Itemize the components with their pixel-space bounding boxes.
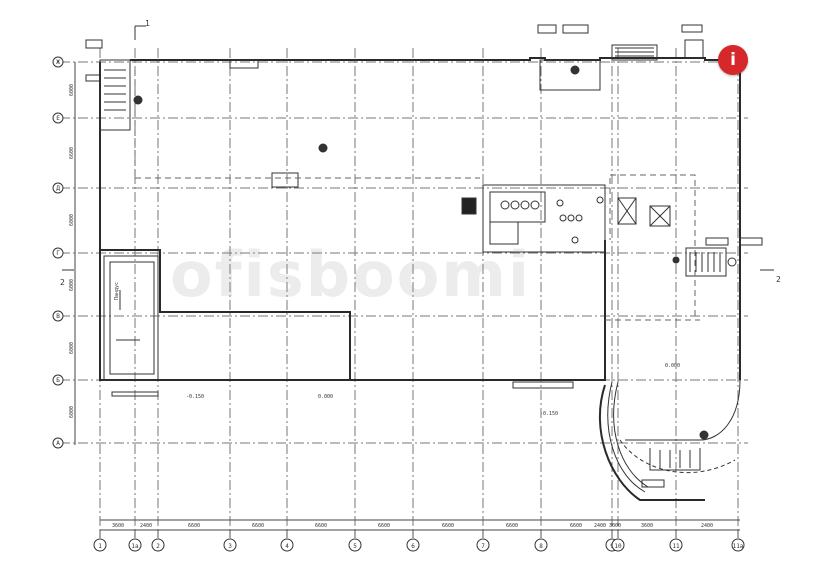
elevation-tag: 0.000 bbox=[318, 394, 333, 400]
axis-number-circle bbox=[476, 538, 490, 552]
axis-letter-label: В bbox=[56, 313, 60, 320]
axis-letter-circle bbox=[52, 310, 64, 322]
axis-number-label: 8 bbox=[539, 543, 543, 550]
top-rooms bbox=[229, 24, 704, 188]
stair-left bbox=[85, 39, 131, 131]
elevation-tag: -0.150 bbox=[186, 394, 204, 400]
axis-number-label: 11 bbox=[672, 543, 680, 550]
dimension-label: 6000 bbox=[69, 279, 75, 291]
ramp-area bbox=[103, 255, 159, 397]
axis-number-label: 11а bbox=[733, 543, 744, 550]
elevation-tag: -0.150 bbox=[540, 411, 558, 417]
axis-number-label: 1 bbox=[98, 543, 102, 550]
axis-number-label: 3 bbox=[228, 543, 232, 550]
hidden-lines bbox=[134, 70, 700, 321]
dimension-label: 6000 bbox=[69, 84, 75, 96]
axis-number-circle bbox=[731, 538, 745, 552]
axis-letter-circle bbox=[52, 112, 64, 124]
dimension-label: 6000 bbox=[69, 342, 75, 354]
grid-lines bbox=[60, 48, 748, 530]
dimension-label: 6600 bbox=[188, 523, 200, 529]
axis-number-label: 2 bbox=[156, 543, 160, 550]
dimension-label: 6600 bbox=[570, 523, 582, 529]
axis-letter-circle bbox=[52, 374, 64, 386]
bottom-dimensions: 3600 2400 6600 6600 6600 6600 6600 6600 6600 2400… bbox=[112, 523, 713, 529]
dimension-label: 3600 bbox=[641, 523, 653, 529]
axis-number-circle bbox=[128, 538, 142, 552]
dimension-label: 3000 bbox=[609, 523, 621, 529]
axis-number-circle bbox=[611, 538, 625, 552]
dimension-label: 6000 bbox=[69, 406, 75, 418]
section-marks bbox=[62, 25, 774, 271]
axis-letter-circle bbox=[52, 56, 64, 68]
axis-number-circle bbox=[348, 538, 362, 552]
dimension-label: 2400 bbox=[594, 523, 606, 529]
axis-number-circle bbox=[223, 538, 237, 552]
stair-right bbox=[685, 237, 763, 277]
axis-letter-label: Г bbox=[56, 250, 60, 257]
axis-number-label: 7 bbox=[481, 543, 485, 550]
dimension-label: 6000 bbox=[69, 214, 75, 226]
axis-letter-bubbles: Ж Е Д Г В Б А bbox=[52, 56, 64, 449]
left-dimensions: 6000 6600 6000 6000 6000 6000 bbox=[69, 84, 75, 418]
dimension-label: 6600 bbox=[315, 523, 327, 529]
axis-number-label: 1а bbox=[131, 543, 139, 550]
axis-number-circle bbox=[151, 538, 165, 552]
dimension-label: 2400 bbox=[701, 523, 713, 529]
axis-letter-label: А bbox=[56, 440, 60, 447]
dimension-label: 3600 bbox=[112, 523, 124, 529]
dimension-label: 2400 bbox=[140, 523, 152, 529]
axis-number-circle bbox=[406, 538, 420, 552]
outer-walls bbox=[99, 57, 741, 501]
dimension-label: 6600 bbox=[506, 523, 518, 529]
axis-letter-label: Б bbox=[56, 377, 60, 384]
info-button[interactable]: i bbox=[718, 45, 748, 75]
section-mark-left: 2 bbox=[60, 278, 65, 287]
dimension-label: 6600 bbox=[69, 147, 75, 159]
axis-number-label: 6 bbox=[411, 543, 415, 550]
ramp-label: Пандус bbox=[114, 282, 120, 300]
elevation-tag: 0.000 bbox=[665, 363, 680, 369]
axis-letter-circle bbox=[52, 182, 64, 194]
axis-letter-label: Д bbox=[56, 185, 60, 192]
axis-number-circle bbox=[280, 538, 294, 552]
section-mark-top: 1 bbox=[145, 19, 150, 28]
axis-number-circle bbox=[534, 538, 548, 552]
axis-number-label: 5 bbox=[353, 543, 357, 550]
axis-number-circle bbox=[93, 538, 107, 552]
dimension-lines bbox=[74, 62, 740, 531]
dimension-label: 6600 bbox=[378, 523, 390, 529]
axis-letter-label: Е bbox=[56, 115, 60, 122]
dimension-label: 6600 bbox=[442, 523, 454, 529]
axis-number-circle bbox=[669, 538, 683, 552]
section-mark-right: 2 bbox=[776, 275, 781, 284]
sanitary-block bbox=[461, 184, 671, 253]
axis-letter-circle bbox=[52, 437, 64, 449]
column-marks bbox=[133, 65, 709, 440]
axis-number-bubbles: 11а23456789101111а bbox=[93, 530, 745, 552]
axis-letter-circle bbox=[52, 247, 64, 259]
axis-number-label: 4 bbox=[285, 543, 289, 550]
axis-letter-label: Ж bbox=[56, 59, 60, 66]
axis-number-label: 10 bbox=[614, 543, 622, 550]
dimension-label: 6600 bbox=[252, 523, 264, 529]
entrance-lobby bbox=[512, 379, 741, 493]
